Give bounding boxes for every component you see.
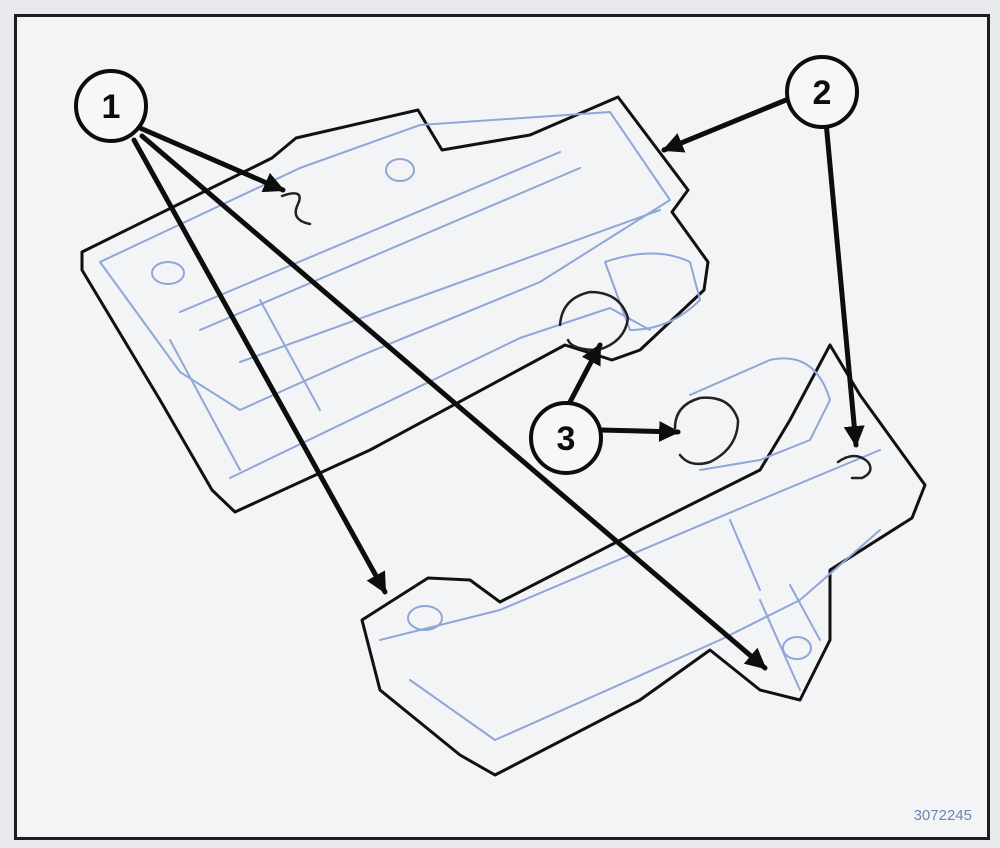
- leader-lines: [131, 97, 865, 671]
- leader-1-lower-right-clip: [139, 133, 768, 671]
- upper-module-base: [229, 307, 651, 479]
- callout-1-label: 1: [102, 88, 121, 126]
- lower-connector-plug: [673, 396, 740, 466]
- callout-2: 2: [785, 55, 859, 129]
- lower-module-side-ribs: [729, 519, 821, 691]
- lower-connector-socket: [689, 357, 831, 471]
- leader-3-lower-connector: [597, 421, 681, 443]
- leader-2-upper-module: [661, 97, 789, 153]
- lower-module-outline: [360, 343, 927, 777]
- callout-1: 1: [74, 69, 148, 143]
- upper-module-assembly: [80, 95, 710, 514]
- leader-1-upper-clip: [137, 125, 286, 193]
- upper-module-rib: [169, 299, 321, 471]
- callout-3-circle: [529, 401, 603, 475]
- upper-module-lid: [99, 111, 671, 411]
- upper-module-groove: [179, 151, 661, 363]
- upper-left-mounting-hole: [151, 261, 185, 285]
- callout-2-label: 2: [813, 74, 832, 112]
- callout-1-circle: [74, 69, 148, 143]
- upper-connector-socket: [604, 252, 701, 331]
- lower-module-assembly: [360, 343, 927, 777]
- callout-3: 3: [529, 401, 603, 475]
- leader-3-upper-connector: [567, 342, 603, 405]
- callout-2-circle: [785, 55, 859, 129]
- leader-1-lower-left-clip: [131, 137, 388, 595]
- figure-id: 3072245: [914, 807, 972, 824]
- lower-module-front-face: [409, 529, 881, 741]
- leader-2-lower-module: [823, 119, 865, 448]
- lower-hook-clip: [836, 454, 872, 480]
- lower-left-mounting-hole: [407, 605, 443, 631]
- upper-top-mounting-hole: [385, 158, 415, 182]
- lower-right-mounting-hole: [782, 636, 812, 660]
- upper-hook-clip: [280, 192, 312, 226]
- callout-3-label: 3: [557, 420, 576, 458]
